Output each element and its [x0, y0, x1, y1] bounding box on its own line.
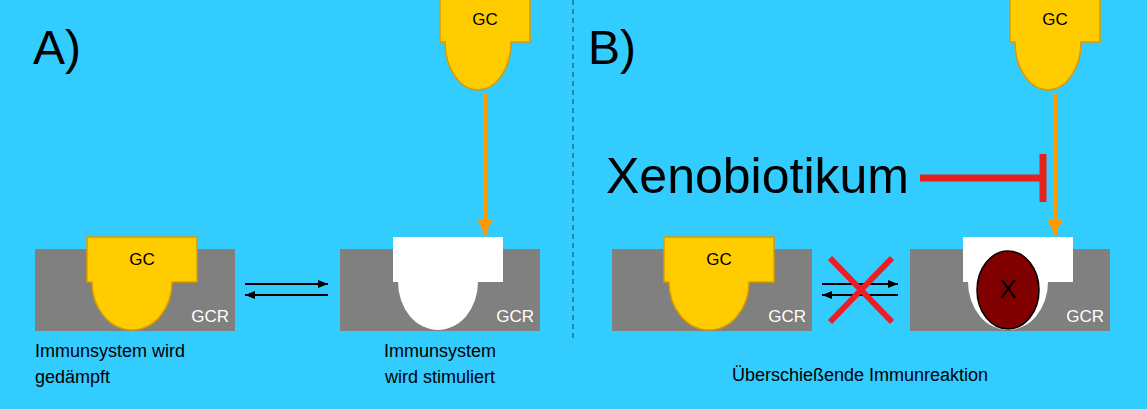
equilibrium-arrows: [245, 284, 328, 295]
xenobiotic-mark: X: [999, 274, 1016, 305]
backward-arrow: [245, 294, 328, 296]
inhibition-bar: [1040, 154, 1047, 202]
binding-arrow-line: [483, 93, 487, 235]
hormone-name: GC: [129, 237, 155, 282]
gc-outline-path: [440, 0, 530, 90]
panel-letter: B): [588, 24, 636, 72]
binding-arrow-line: [1053, 93, 1057, 235]
inhibition-line: [920, 175, 1043, 182]
receptor-name: GCR: [1066, 307, 1104, 327]
glucocorticoid-shape: GC: [440, 0, 530, 90]
block-cross: [830, 258, 892, 322]
receptor-block: GCR X: [910, 249, 1110, 331]
panel-divider: [573, 0, 574, 340]
receptor-cavity: [393, 237, 503, 330]
glucocorticoid-shape: GC: [1010, 0, 1100, 90]
xenobiotic-blob: X: [976, 250, 1040, 330]
state-caption: Immunsystem wird stimuliert: [375, 338, 505, 390]
receptor-name: GCR: [496, 307, 534, 327]
receptor-name: GCR: [191, 307, 229, 327]
cavity-outline: [963, 237, 1073, 330]
result-caption: Überschießende Immunreaktion: [660, 362, 1060, 388]
panel-letter: A): [33, 24, 81, 72]
state-caption: Immunsystem wird gedämpft: [35, 338, 235, 390]
hormone-name: GC: [472, 0, 498, 42]
hormone-name: GC: [1042, 0, 1068, 42]
block-cross: [830, 258, 892, 322]
binding-arrow: [1055, 93, 1056, 235]
receptor-block: GCR: [340, 249, 540, 331]
blob-ellipse: [977, 251, 1039, 329]
glucocorticoid-shape: GC: [87, 237, 197, 330]
receptor-block: GCRGC: [35, 249, 235, 331]
gc-outline-path: [1010, 0, 1100, 90]
gc-outline-path: [664, 237, 774, 330]
binding-arrow: [485, 93, 486, 235]
glucocorticoid-shape: GC: [664, 237, 774, 330]
hormone-name: GC: [706, 237, 732, 282]
receptor-block: GCRGC: [612, 249, 812, 331]
gc-outline-path: [87, 237, 197, 330]
receptor-name: GCR: [768, 307, 806, 327]
cavity-outline: [393, 237, 503, 330]
inhibitor-name: Xenobiotikum: [606, 151, 909, 201]
forward-arrow: [245, 283, 328, 285]
